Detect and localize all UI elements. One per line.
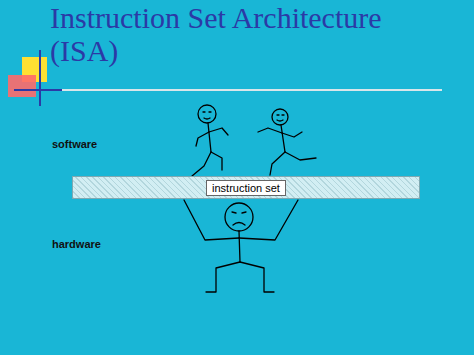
deco-line bbox=[39, 50, 41, 106]
stick-figure bbox=[184, 200, 298, 292]
title: Instruction Set Architecture (ISA) bbox=[50, 1, 410, 67]
band-text: instruction set bbox=[206, 180, 286, 196]
layer-label: software bbox=[52, 138, 97, 150]
label-holder: hardware bbox=[52, 234, 101, 252]
title-rule bbox=[62, 89, 442, 91]
deco-line bbox=[14, 89, 62, 91]
title-holder: Instruction Set Architecture (ISA) bbox=[50, 1, 410, 67]
instruction-set-band: instruction set bbox=[72, 176, 420, 199]
label-holder: software bbox=[52, 134, 97, 152]
stick-figure bbox=[258, 109, 316, 175]
layer-label: hardware bbox=[52, 238, 101, 250]
stick-figure bbox=[192, 105, 228, 176]
deco-square bbox=[8, 75, 36, 97]
